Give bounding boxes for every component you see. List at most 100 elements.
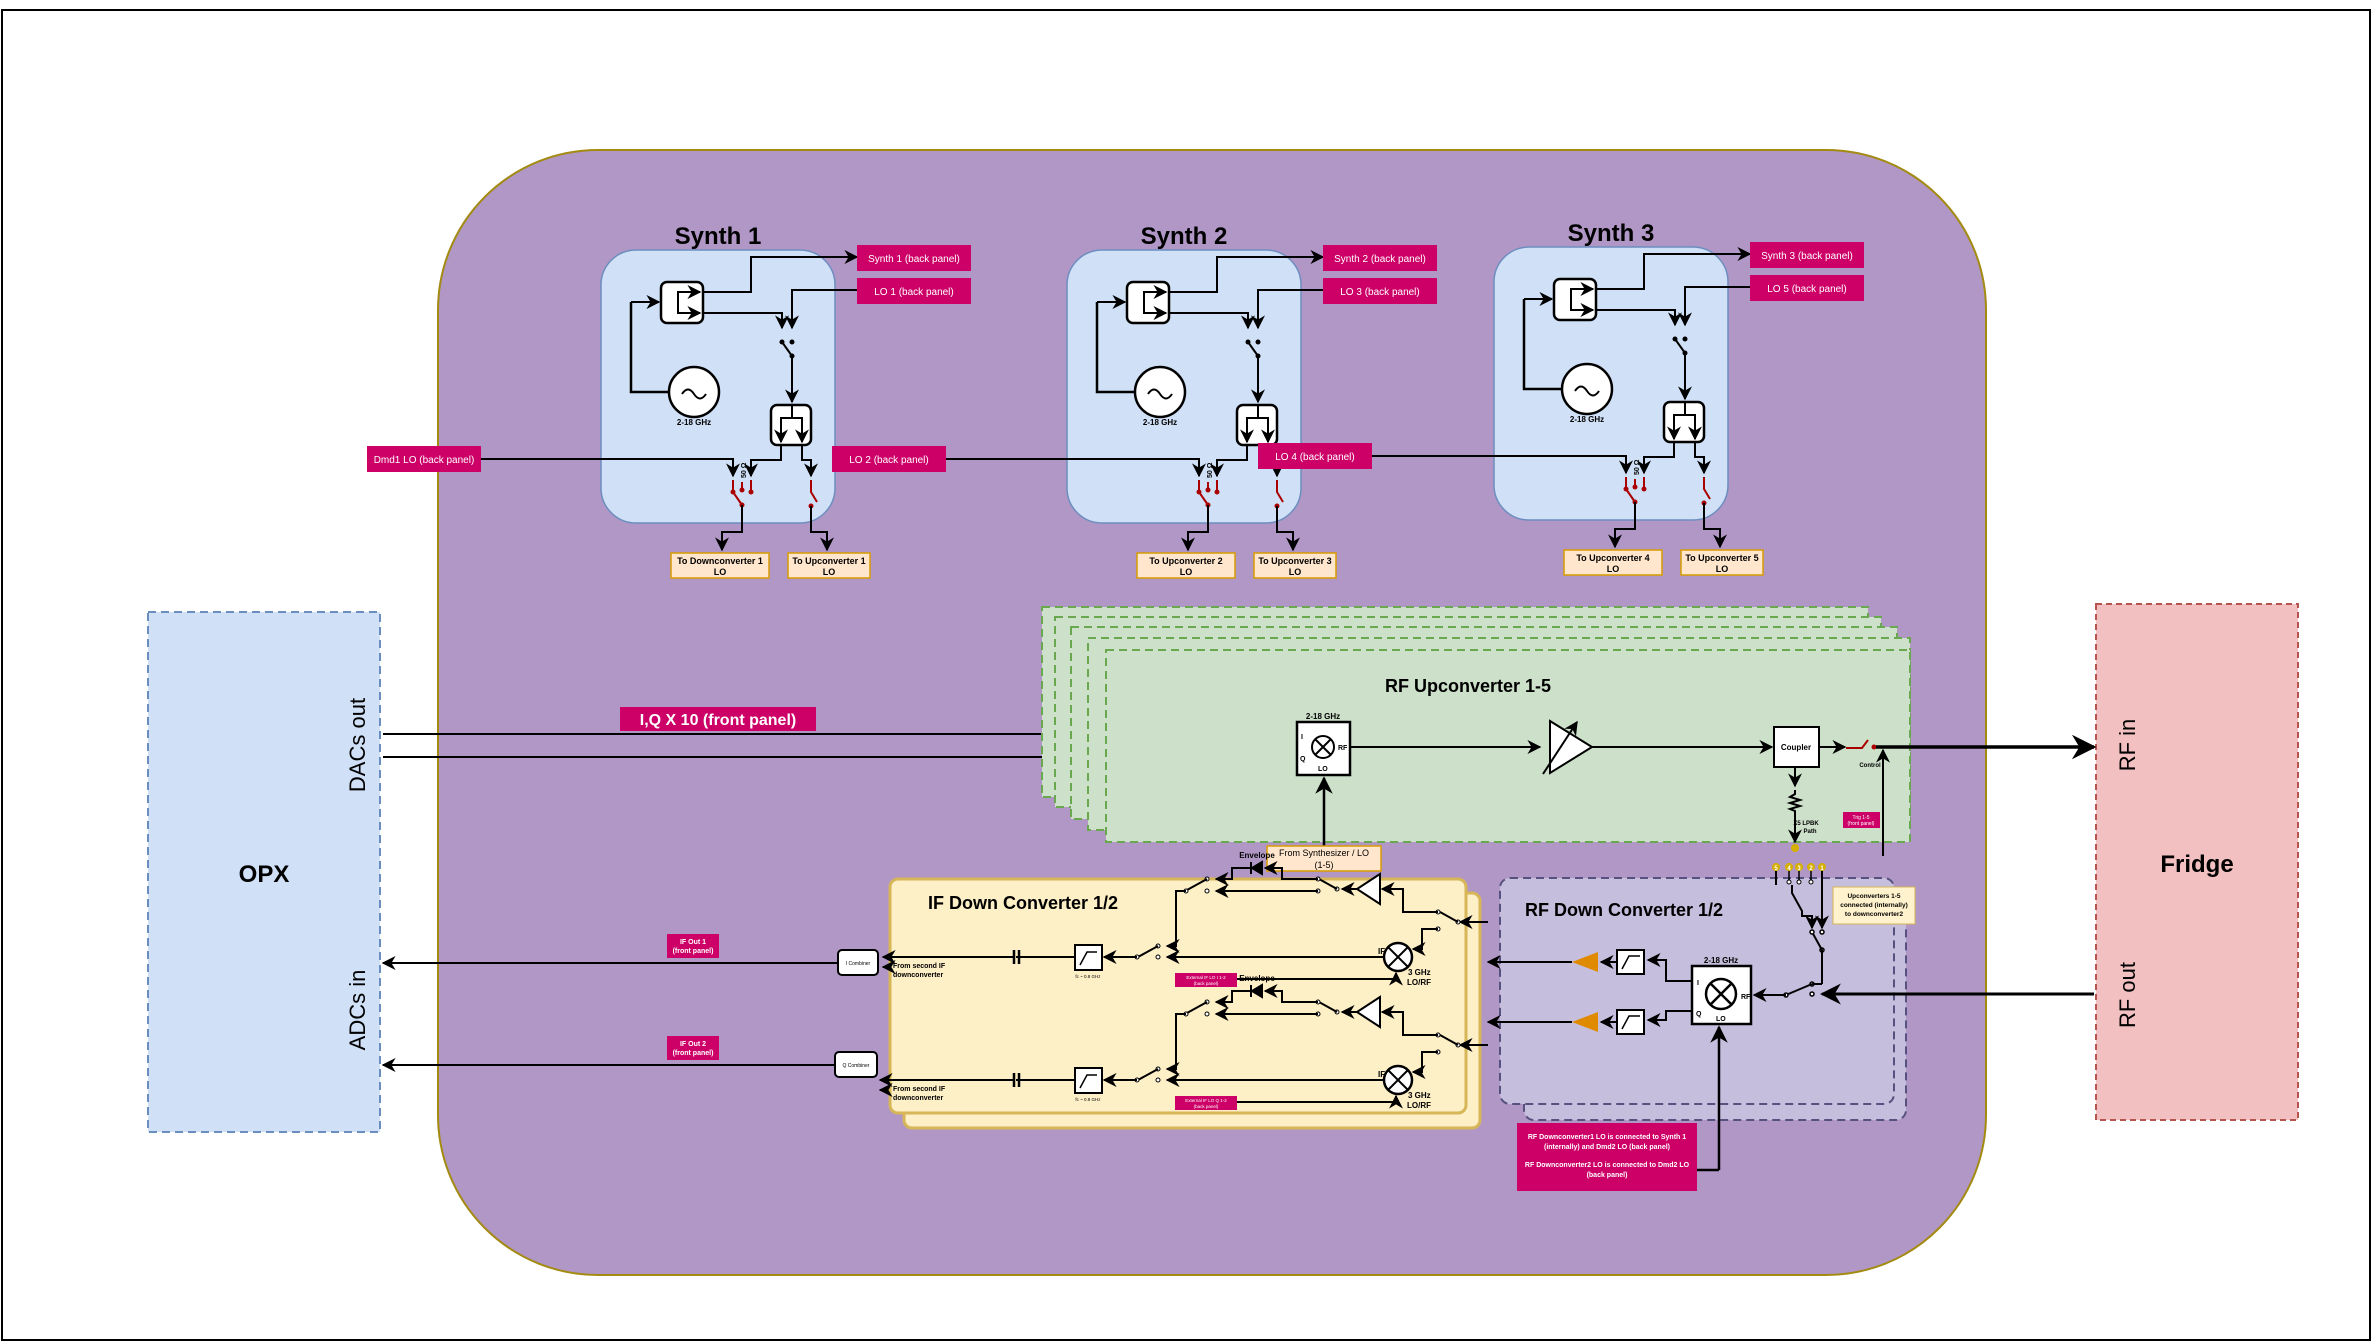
lo-back-panel-box [857, 278, 971, 304]
from-second-if-sub: downconverter [893, 1095, 943, 1102]
loopback-port-1[interactable] [1818, 863, 1826, 871]
lo-note-line-1: RF Downconverter1 LO is connected to Syn… [1528, 1134, 1686, 1141]
wire [744, 445, 782, 478]
switch-contact [1632, 484, 1638, 490]
wire [1165, 890, 1186, 953]
lo-source-label-box [1266, 845, 1382, 872]
from-second-if-label: From second IF [893, 963, 946, 970]
lo-back-panel-label: LO 5 (back panel) [1767, 284, 1847, 295]
mixer-i-port: I [1301, 734, 1303, 741]
wire [1276, 480, 1284, 503]
rf-down-lpf-q [1616, 1009, 1645, 1035]
switch-contact [1214, 489, 1220, 495]
rf-down-rf-port: RF [1741, 994, 1751, 1001]
wire [1608, 502, 1636, 549]
loopback-resistor-icon [1786, 790, 1804, 844]
switch-contact [1204, 1011, 1210, 1017]
synth-3-lo-back-panel[interactable]: LO 5 (back panel) [1750, 275, 1864, 301]
back-panel-box [1750, 242, 1864, 268]
wire [1137, 1068, 1159, 1081]
wire [810, 506, 834, 552]
wire [1667, 402, 1686, 441]
ext-input-label: LO 4 (back panel) [1275, 452, 1355, 463]
loopback-port-5[interactable] [1772, 863, 1780, 871]
wire [781, 341, 793, 357]
wire [677, 285, 702, 302]
i-combiner-label: I Combiner [846, 961, 871, 967]
synth-3-ext-input[interactable]: LO 4 (back panel) [1258, 443, 1372, 469]
wire [1143, 285, 1168, 302]
trig-label-2: (front panel) [1848, 821, 1875, 827]
synth-1-ext-input[interactable]: Dmd1 LO (back panel) [367, 446, 481, 472]
dacs-out-label: DACs out [345, 698, 370, 792]
output-sublabel: LO [823, 567, 836, 577]
wire [792, 417, 809, 444]
q-combiner-label: Q Combiner [843, 1063, 870, 1069]
opx-block[interactable]: OPX DACs out ADCs in [147, 611, 381, 1133]
synth-title: Synth 1 [675, 223, 762, 250]
rf-upconverter[interactable]: RF Upconverter 1-5 2-18 GHz I Q RF LO Co… [1041, 606, 2097, 856]
upconverter-mixer-freq: 2-18 GHz [1306, 712, 1340, 721]
synth-3-back-panel[interactable]: Synth 3 (back panel) [1750, 242, 1864, 268]
oscillator-icon [667, 365, 721, 419]
ext-if-lo-2[interactable]: External IF LO Q 1-2(back panel) [1175, 1096, 1237, 1110]
wire [1186, 878, 1208, 891]
lo-back-panel-box [1323, 278, 1437, 304]
wire [785, 289, 883, 330]
note-line-1: Upconverters 1-5 [1847, 893, 1900, 900]
wire [801, 445, 818, 478]
wire [1703, 503, 1727, 549]
output-label: To Upconverter 5 [1685, 553, 1758, 563]
wire [1214, 990, 1251, 1009]
output-label: To Downconverter 1 [677, 556, 763, 566]
lpbk-label-1: X5 LPBK [1793, 821, 1819, 827]
synth-1-back-panel[interactable]: Synth 1 (back panel) [857, 245, 971, 271]
ext-if-lo-1[interactable]: External IF LO I 1-2(back panel) [1175, 973, 1237, 987]
ext-input-label: LO 2 (back panel) [849, 455, 929, 466]
oscillator-freq: 2-18 GHz [1570, 415, 1604, 424]
if-amplifier-icon [1355, 872, 1381, 906]
rf-downconverter[interactable]: RF Down Converter 1/2 2-18 GHz I Q RF LO [1486, 863, 2094, 1172]
wire [1258, 417, 1275, 444]
synth-2-lo-back-panel[interactable]: LO 3 (back panel) [1323, 278, 1437, 304]
wire [1318, 878, 1338, 890]
loopback-port-2[interactable] [1807, 863, 1815, 871]
lo-note-line-4: (back panel) [1587, 1172, 1628, 1179]
splitter-icon [1125, 280, 1171, 325]
if-port-label: IF [1378, 947, 1385, 956]
wire [1169, 250, 1325, 293]
wire [1439, 911, 1459, 923]
lo-rf-label: LO/RF [1407, 1101, 1431, 1110]
synth-2-back-panel[interactable]: Synth 2 (back panel) [1323, 245, 1437, 271]
wire [1247, 341, 1259, 357]
lo-back-panel-box [1750, 275, 1864, 301]
lo-note-line-2: (internally) and Dmd2 LO (back panel) [1544, 1144, 1670, 1151]
wire [1210, 445, 1248, 478]
sine-wave-icon [1147, 388, 1173, 400]
envelope-label: Envelope [1239, 974, 1275, 983]
wire [1411, 1051, 1438, 1079]
if-out-1-sub: (front panel) [673, 948, 714, 955]
synth-2-ext-input[interactable]: LO 2 (back panel) [832, 446, 946, 472]
wire [1703, 477, 1711, 500]
loopback-port-3[interactable] [1795, 863, 1803, 871]
output-label: To Upconverter 3 [1258, 556, 1331, 566]
output-label: To Upconverter 2 [1149, 556, 1222, 566]
switch-contact [789, 339, 795, 345]
if-amplifier-icon [1355, 995, 1381, 1029]
wire [1276, 506, 1300, 552]
loopback-port-4[interactable] [1785, 863, 1793, 871]
from-second-if-sub: downconverter [893, 972, 943, 979]
switch-contact [730, 489, 736, 495]
mixer-cross [1387, 1069, 1409, 1091]
fridge-block[interactable]: Fridge RF in RF out [2095, 603, 2299, 1121]
switch-contact [1255, 339, 1261, 345]
synth-1-lo-back-panel[interactable]: LO 1 (back panel) [857, 278, 971, 304]
if-downconverter[interactable]: IF Down Converter 1/2 IF3 GHzLO/RFExtern… [878, 851, 1488, 1130]
switch-contact [739, 487, 745, 493]
splitter-icon [659, 280, 705, 325]
wire [1237, 1094, 1403, 1109]
